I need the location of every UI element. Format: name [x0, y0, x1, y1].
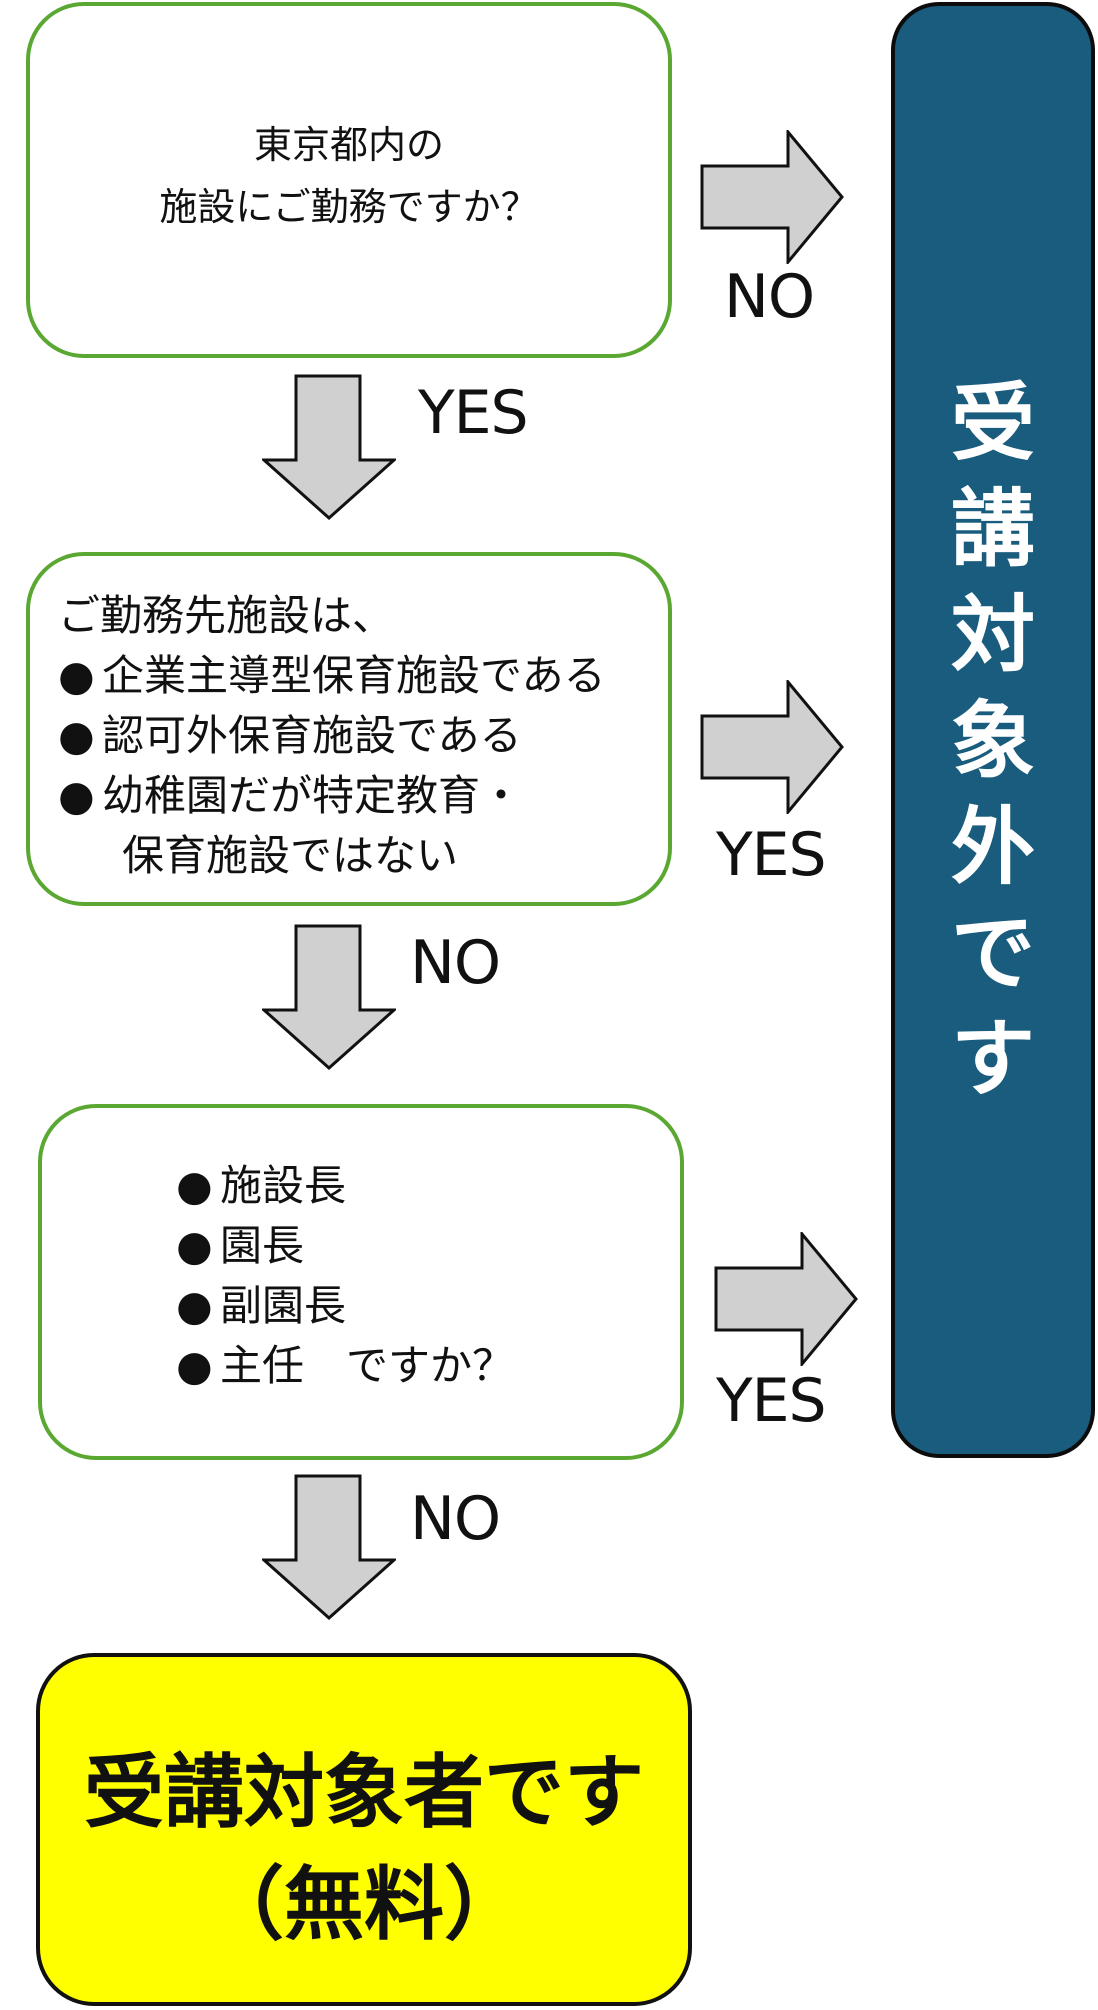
list-item: ●幼稚園だが特定教育・ [58, 766, 606, 826]
right-block-arrow-icon [714, 1232, 858, 1366]
list-item-label: 企業主導型保育施設である [102, 651, 606, 700]
list-item-continuation: 保育施設ではない [122, 831, 459, 880]
list-item-label: 主任 ですか？ [220, 1341, 515, 1390]
question-line: 東京都内の [253, 123, 444, 167]
question-box-facility-type: ご勤務先施設は、 ●企業主導型保育施設である ●認可外保育施設である ●幼稚園だ… [26, 552, 672, 906]
list-item-label: 施設長 [220, 1161, 347, 1210]
arrow-label-no: NO [410, 1484, 501, 1554]
arrow-label-yes: YES [716, 820, 827, 890]
bullet-icon: ● [58, 771, 95, 820]
down-block-arrow-icon [262, 1474, 396, 1620]
outcome-char: 受 [950, 374, 1035, 472]
list-item: ●副園長 [176, 1276, 514, 1336]
outcome-eligible-text: 受講対象者です （無料） [40, 1737, 688, 1961]
right-block-arrow-icon [700, 130, 844, 264]
question-line: 施設にご勤務ですか？ [159, 185, 539, 229]
down-block-arrow-icon [262, 374, 396, 520]
outcome-ineligible-panel: 受 講 対 象 外 で す [891, 2, 1095, 1458]
outcome-ineligible-text: 受 講 対 象 外 で す [895, 370, 1091, 1112]
bullet-icon: ● [176, 1221, 213, 1270]
question-box-tokyo-facility: 東京都内の 施設にご勤務ですか？ [26, 2, 672, 358]
outcome-char: す [950, 1010, 1035, 1108]
arrow-label-yes: YES [716, 1366, 827, 1436]
outcome-char: 外 [950, 798, 1035, 896]
list-item-label: 園長 [220, 1221, 305, 1270]
list-item: ●園長 [176, 1216, 514, 1276]
question-intro: ご勤務先施設は、 [58, 591, 395, 640]
bullet-icon: ● [176, 1281, 213, 1330]
list-item-label: 幼稚園だが特定教育・ [102, 771, 523, 820]
bullet-icon: ● [176, 1341, 213, 1390]
bullet-icon: ● [58, 711, 95, 760]
outcome-char: 象 [950, 692, 1035, 790]
outcome-eligible-box: 受講対象者です （無料） [36, 1653, 692, 2006]
list-item-label: 副園長 [220, 1281, 347, 1330]
question-box-position: ●施設長 ●園長 ●副園長 ●主任 ですか？ [38, 1104, 684, 1460]
outcome-char: 講 [950, 480, 1035, 578]
outcome-char: 対 [950, 586, 1035, 684]
arrow-label-yes: YES [418, 378, 529, 448]
arrow-label-no: NO [410, 928, 501, 998]
list-item: ●認可外保育施設である [58, 706, 606, 766]
down-block-arrow-icon [262, 924, 396, 1070]
list-item: ●施設長 [176, 1156, 514, 1216]
list-item: ●企業主導型保育施設である [58, 646, 606, 706]
right-block-arrow-icon [700, 680, 844, 814]
bullet-icon: ● [176, 1161, 213, 1210]
arrow-label-no: NO [724, 262, 815, 332]
position-list: ●施設長 ●園長 ●副園長 ●主任 ですか？ [176, 1156, 514, 1396]
outcome-eligible-note: （無料） [204, 1858, 524, 1951]
outcome-char: で [950, 904, 1035, 1002]
facility-type-list: ご勤務先施設は、 ●企業主導型保育施設である ●認可外保育施設である ●幼稚園だ… [58, 586, 606, 886]
list-item: ●主任 ですか？ [176, 1336, 514, 1396]
question-text: 東京都内の 施設にご勤務ですか？ [30, 114, 668, 238]
list-item-label: 認可外保育施設である [102, 711, 522, 760]
bullet-icon: ● [58, 651, 95, 700]
outcome-eligible-title: 受講対象者です [84, 1746, 644, 1839]
